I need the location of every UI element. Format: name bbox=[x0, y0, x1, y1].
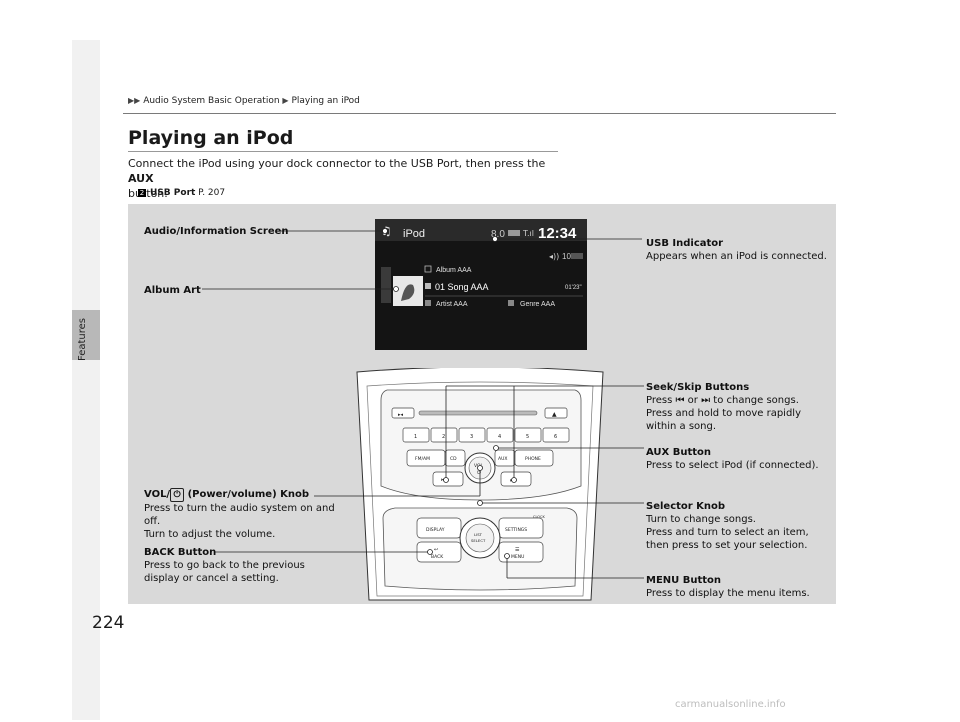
callout-usb-indicator: USB Indicator Appears when an iPod is co… bbox=[646, 238, 827, 262]
page-number: 224 bbox=[92, 613, 125, 633]
screen-genre: Genre AAA bbox=[520, 301, 555, 308]
callout-audio-screen: Audio/Information Screen bbox=[144, 226, 289, 237]
callout-aux-button: AUX Button Press to select iPod (if conn… bbox=[646, 447, 819, 471]
ref-link-label[interactable]: USB Port bbox=[150, 188, 196, 198]
svg-text:CLOCK: CLOCK bbox=[533, 515, 545, 519]
title-divider bbox=[128, 151, 558, 152]
eject-button-right bbox=[544, 407, 568, 419]
seek-forward-icon: ⏭ bbox=[701, 395, 711, 406]
svg-text:CD: CD bbox=[450, 456, 457, 462]
page-title: Playing an iPod bbox=[128, 127, 294, 149]
screen-volume: 10 bbox=[562, 252, 571, 261]
cd-button bbox=[444, 449, 466, 467]
screen-artist: Artist AAA bbox=[436, 301, 468, 308]
svg-text:▸◂: ▸◂ bbox=[398, 412, 404, 418]
power-icon: ⏻ bbox=[477, 470, 481, 476]
breadcrumb: ▶▶ Audio System Basic Operation ▶ Playin… bbox=[128, 96, 360, 106]
breadcrumb-arrow-icon: ▶ bbox=[282, 96, 289, 105]
svg-text:LIST: LIST bbox=[474, 532, 483, 537]
callout-vol-knob: VOL/⏻ (Power/volume) Knob Press to turn … bbox=[144, 488, 335, 540]
menu-button bbox=[498, 541, 544, 563]
intro-paragraph: Connect the iPod using your dock connect… bbox=[128, 156, 558, 201]
menu-icon: ☰ bbox=[515, 547, 520, 553]
header-divider bbox=[123, 113, 836, 114]
screen-source: iPod bbox=[403, 228, 425, 240]
preset-2: 2 bbox=[442, 434, 445, 440]
callout-selector-knob: Selector Knob Turn to change songs. Pres… bbox=[646, 501, 809, 551]
cross-reference[interactable]: 2 USB Port P. 207 bbox=[138, 188, 225, 198]
preset-4: 4 bbox=[498, 434, 501, 440]
reference-icon: 2 bbox=[138, 189, 146, 197]
settings-button bbox=[498, 517, 544, 539]
preset-6: 6 bbox=[554, 434, 557, 440]
callout-seek-buttons: Seek/Skip Buttons Press ⏮ or ⏭ to change… bbox=[646, 382, 801, 432]
chapter-tab-marker bbox=[72, 310, 100, 360]
svg-text:SELECT: SELECT bbox=[471, 538, 486, 543]
svg-text:MENU: MENU bbox=[511, 554, 524, 560]
usb-indicator-icon bbox=[508, 230, 520, 236]
song-icon bbox=[425, 283, 431, 289]
svg-text:BACK: BACK bbox=[431, 554, 444, 560]
screen-channel: 8.0 bbox=[491, 229, 505, 240]
screen-album: Album AAA bbox=[436, 267, 472, 274]
svg-text:PHONE: PHONE bbox=[525, 456, 541, 462]
ref-page: P. 207 bbox=[195, 188, 226, 198]
screen-elapsed: 01'23" bbox=[565, 285, 582, 291]
intro-text: Connect the iPod using your dock connect… bbox=[128, 157, 546, 170]
breadcrumb-current: Playing an iPod bbox=[291, 96, 360, 106]
signal-icon: T.ıl bbox=[522, 229, 534, 238]
svg-text:FM/AM: FM/AM bbox=[415, 456, 430, 462]
album-icon bbox=[424, 265, 432, 273]
intro-text-end: button. bbox=[128, 187, 168, 200]
genre-icon bbox=[508, 300, 514, 306]
preset-buttons: 1 2 3 4 5 6 bbox=[402, 427, 570, 443]
watermark: carmanualsonline.info bbox=[675, 699, 786, 710]
screen-clock: 12:34 bbox=[538, 225, 577, 242]
back-arrow-icon: ↩ bbox=[434, 547, 438, 553]
svg-text:SETTINGS: SETTINGS bbox=[505, 527, 527, 533]
volume-icon: ◂)) bbox=[549, 252, 559, 261]
intro-aux-bold: AUX bbox=[128, 172, 154, 185]
screen-song: 01 Song AAA bbox=[435, 282, 489, 292]
svg-text:▲: ▲ bbox=[552, 411, 557, 418]
callout-menu-button: MENU Button Press to display the menu it… bbox=[646, 575, 810, 599]
breadcrumb-arrow-icon: ▶▶ bbox=[128, 96, 141, 105]
display-button bbox=[416, 517, 462, 539]
seek-back-icon: ⏮ bbox=[675, 395, 685, 406]
phone-button bbox=[514, 449, 554, 467]
preset-5: 5 bbox=[526, 434, 529, 440]
audio-screen: ♫ iPod 8.0 T.ıl 12:34 ◂)) 10 Album AAA 0… bbox=[375, 219, 587, 350]
cd-slot bbox=[418, 410, 538, 416]
chapter-tab bbox=[72, 40, 100, 720]
callout-album-art: Album Art bbox=[144, 285, 201, 296]
callout-back-button: BACK Button Press to go back to the prev… bbox=[144, 547, 305, 584]
power-icon: ⏻ bbox=[170, 488, 185, 502]
artist-icon bbox=[425, 300, 431, 306]
eject-button-left bbox=[391, 407, 415, 419]
svg-text:DISPLAY: DISPLAY bbox=[426, 527, 445, 533]
svg-text:AUX: AUX bbox=[498, 456, 507, 462]
breadcrumb-link-audio[interactable]: Audio System Basic Operation bbox=[143, 96, 280, 106]
preset-1: 1 bbox=[414, 434, 417, 440]
preset-3: 3 bbox=[470, 434, 473, 440]
